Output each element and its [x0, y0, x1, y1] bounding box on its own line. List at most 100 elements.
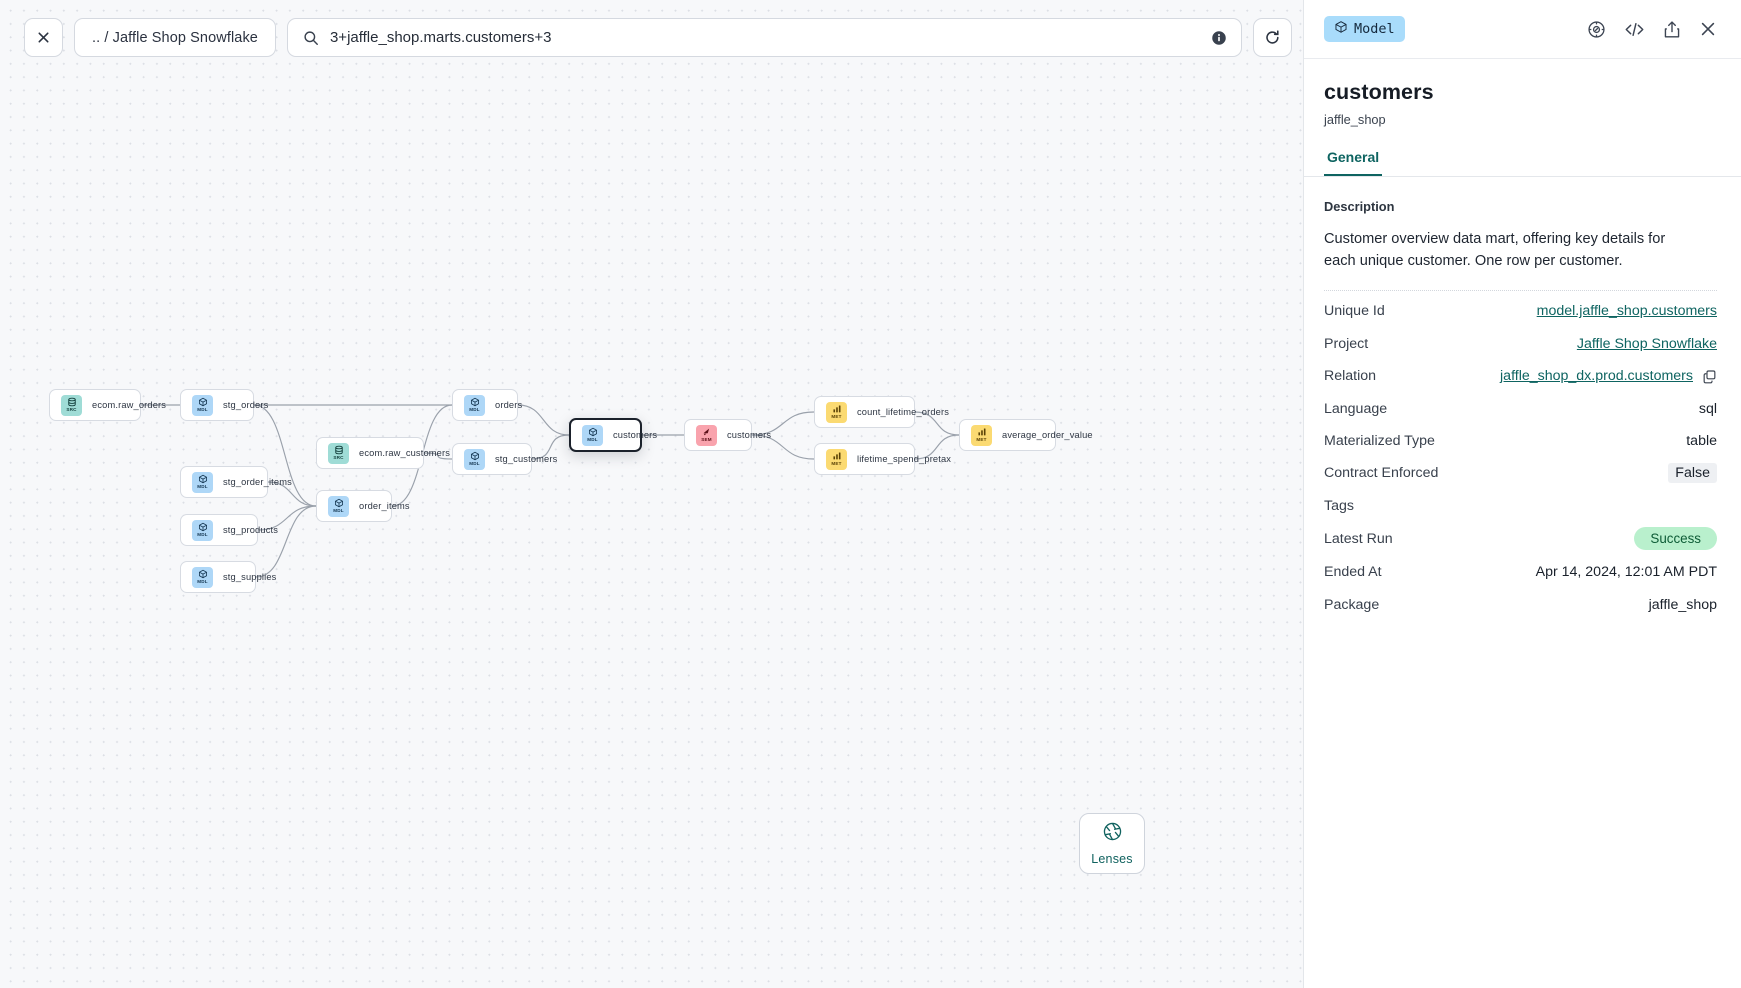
- graph-node-count_lifetime_orders[interactable]: MET count_lifetime_orders: [814, 396, 949, 428]
- detail-value-language: sql: [1698, 400, 1717, 417]
- close-lineage-button[interactable]: [24, 18, 63, 57]
- graph-node-label: count_lifetime_orders: [857, 407, 950, 417]
- graph-node-customers_semantic[interactable]: SEM customers: [684, 419, 771, 451]
- graph-node-average_order_value[interactable]: MET average_order_value: [959, 419, 1093, 451]
- details-content: Description Customer overview data mart,…: [1304, 177, 1741, 621]
- mdl-type-badge: MDL: [582, 424, 603, 446]
- detail-key-ended-at: Ended At: [1324, 564, 1382, 581]
- mdl-icon: [198, 474, 208, 484]
- refresh-icon: [1266, 30, 1279, 44]
- detail-row-materialized-type: Materialized Type table: [1324, 425, 1717, 457]
- graph-node-lifetime_spend_pretax[interactable]: MET lifetime_spend_pretax: [814, 443, 951, 475]
- graph-node-orders[interactable]: MDL orders: [452, 389, 522, 421]
- graph-node-stg_orders[interactable]: MDL stg_orders: [180, 389, 268, 421]
- src-icon: [334, 445, 344, 455]
- detail-row-package: Package jaffle_shop: [1324, 588, 1717, 620]
- detail-key-language: Language: [1324, 400, 1388, 417]
- relation-value-wrap: jaffle_shop_dx.prod.customers: [1500, 368, 1717, 384]
- detail-value-package: jaffle_shop: [1648, 596, 1717, 613]
- met-type-badge: MET: [971, 424, 992, 446]
- details-tabs: General: [1304, 149, 1741, 177]
- mdl-type-badge: MDL: [192, 519, 213, 541]
- src-icon: [67, 397, 77, 407]
- graph-node-label: customers: [727, 430, 772, 440]
- met-icon: [977, 427, 987, 437]
- detail-value-project[interactable]: Jaffle Shop Snowflake: [1576, 335, 1717, 352]
- detail-value-materialized-type: table: [1686, 432, 1717, 449]
- details-panel-title-block: customers jaffle_shop: [1304, 59, 1741, 127]
- description-label: Description: [1324, 199, 1395, 214]
- canvas-toolbar: .. / Jaffle Shop Snowflake: [24, 18, 1292, 57]
- src-type-badge: SRC: [328, 442, 349, 464]
- code-icon[interactable]: [1624, 20, 1645, 39]
- detail-row-latest-run: Latest Run Success: [1324, 522, 1717, 556]
- mdl-type-badge: MDL: [464, 394, 485, 416]
- met-type-badge: MET: [826, 448, 847, 470]
- sem-icon: [702, 427, 712, 437]
- detail-key-latest-run: Latest Run: [1324, 530, 1393, 547]
- detail-value-relation[interactable]: jaffle_shop_dx.prod.customers: [1500, 368, 1693, 385]
- graph-edge: [255, 505, 317, 578]
- mdl-icon: [198, 522, 208, 532]
- tab-general[interactable]: General: [1324, 149, 1383, 176]
- detail-row-relation: Relation jaffle_shop_dx.prod.customers: [1324, 360, 1717, 392]
- mdl-icon: [198, 569, 208, 579]
- page-subtitle: jaffle_shop: [1324, 112, 1386, 127]
- mdl-icon: [334, 498, 344, 508]
- graph-node-label: stg_customers: [495, 454, 558, 464]
- mdl-type-badge: MDL: [192, 471, 213, 493]
- met-icon: [832, 451, 842, 461]
- graph-node-label: orders: [495, 400, 523, 410]
- description-text: Customer overview data mart, offering ke…: [1324, 231, 1666, 269]
- mdl-icon: [470, 451, 480, 461]
- detail-row-contract-enforced: Contract Enforced False: [1324, 457, 1717, 489]
- detail-row-project: Project Jaffle Shop Snowflake: [1324, 328, 1717, 360]
- panel-actions: [1587, 20, 1717, 39]
- explore-icon[interactable]: [1587, 20, 1606, 39]
- breadcrumb[interactable]: .. / Jaffle Shop Snowflake: [74, 18, 276, 57]
- graph-node-label: ecom.raw_orders: [92, 400, 167, 410]
- sem-type-badge: SEM: [696, 424, 717, 446]
- copy-icon[interactable]: [1702, 369, 1717, 384]
- details-panel-header: Model: [1304, 0, 1741, 59]
- met-type-badge: MET: [826, 401, 847, 423]
- graph-node-label: average_order_value: [1002, 430, 1093, 440]
- met-icon: [832, 404, 842, 414]
- search-input[interactable]: [329, 29, 1200, 46]
- lineage-search-bar[interactable]: [286, 18, 1242, 57]
- lenses-button[interactable]: Lenses: [1079, 813, 1145, 874]
- mdl-type-badge: MDL: [328, 495, 349, 517]
- mdl-icon: [198, 397, 208, 407]
- close-panel-icon[interactable]: [1699, 20, 1717, 38]
- detail-value-unique-id[interactable]: model.jaffle_shop.customers: [1536, 303, 1717, 320]
- graph-node-label: stg_orders: [223, 400, 269, 410]
- graph-node-label: lifetime_spend_pretax: [857, 454, 952, 464]
- mdl-type-badge: MDL: [192, 394, 213, 416]
- resource-kind-badge[interactable]: Model: [1324, 16, 1405, 42]
- status-badge: Success: [1634, 527, 1717, 551]
- src-type-badge: SRC: [61, 394, 82, 416]
- mdl-type-badge: MDL: [464, 448, 485, 470]
- graph-node-ecom_raw_orders[interactable]: SRC ecom.raw_orders: [49, 389, 166, 421]
- mdl-icon: [588, 427, 598, 437]
- detail-row-tags: Tags: [1324, 490, 1717, 522]
- close-icon: [38, 32, 49, 43]
- detail-row-unique-id: Unique Id model.jaffle_shop.customers: [1324, 295, 1717, 327]
- graph-edge: [517, 404, 570, 436]
- refresh-button[interactable]: [1252, 18, 1292, 57]
- aperture-icon: [1102, 821, 1123, 847]
- info-icon[interactable]: [1211, 30, 1227, 46]
- mdl-type-badge: MDL: [192, 566, 213, 588]
- graph-node-customers_model[interactable]: MDL customers: [569, 418, 657, 452]
- share-icon[interactable]: [1663, 20, 1681, 39]
- graph-node-stg_customers[interactable]: MDL stg_customers: [452, 443, 557, 475]
- graph-node-label: customers: [613, 430, 658, 440]
- detail-key-relation: Relation: [1324, 368, 1377, 385]
